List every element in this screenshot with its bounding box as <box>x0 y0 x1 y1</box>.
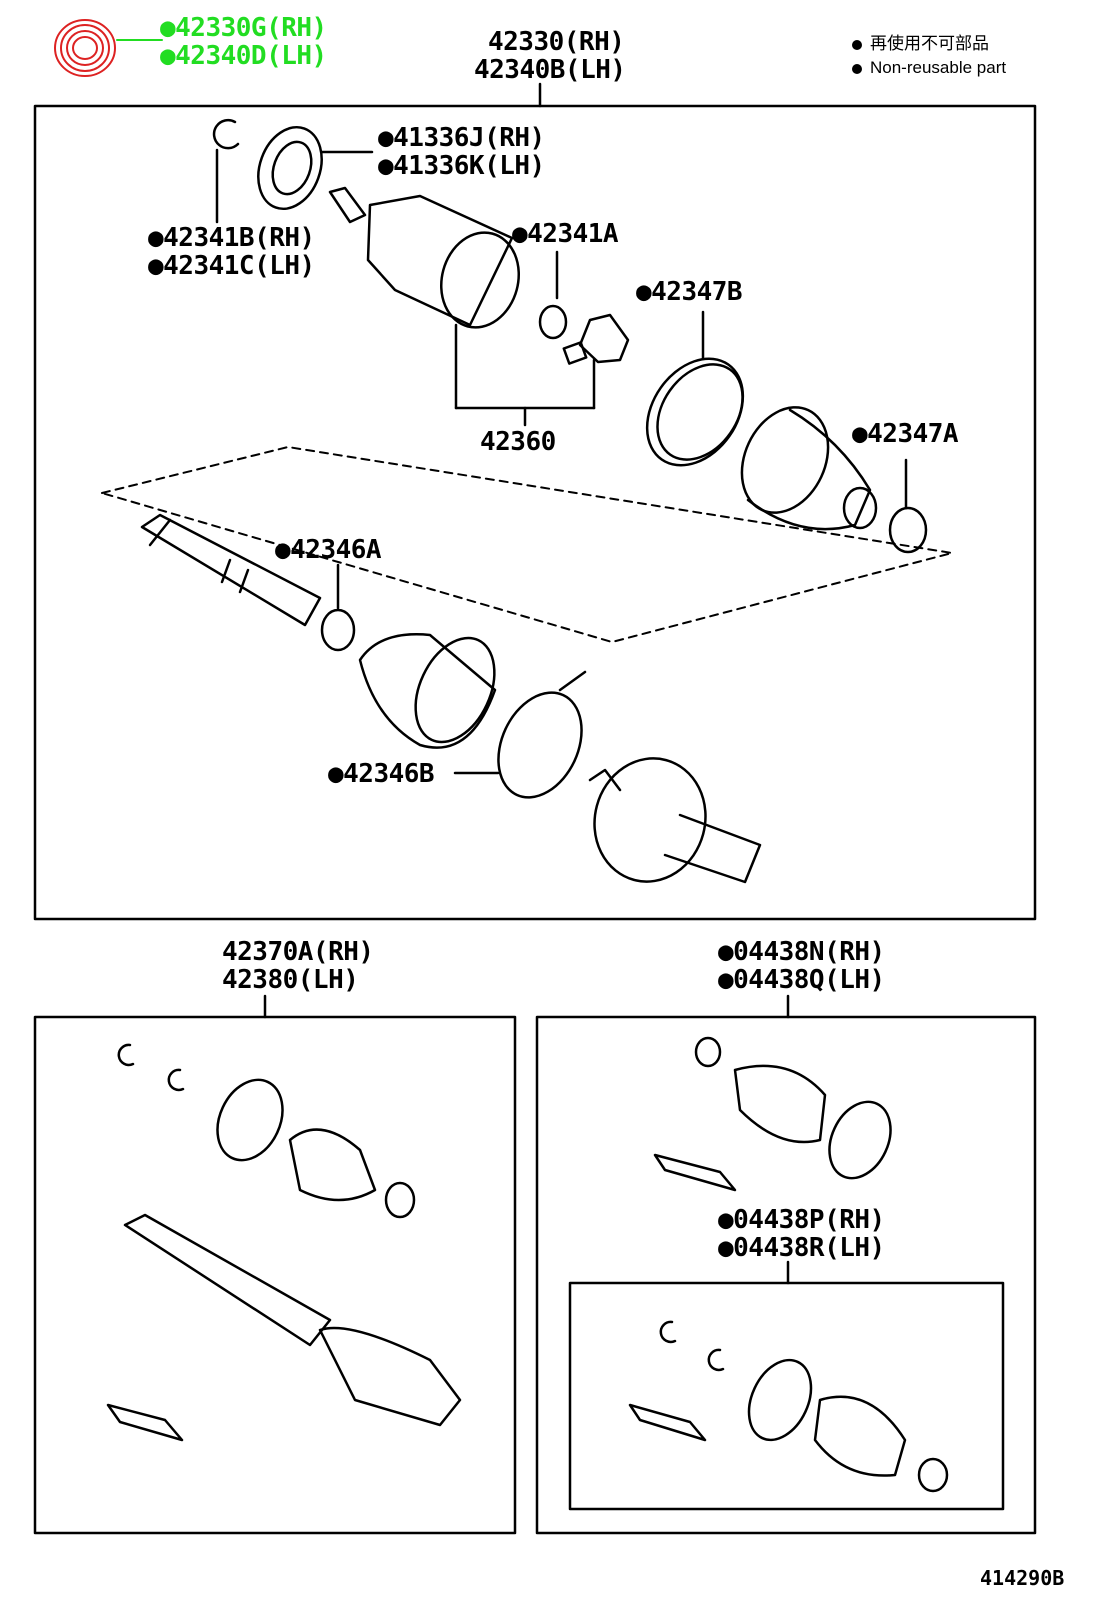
snap-ring-icon <box>212 118 240 150</box>
outboard-joint-housing-icon <box>328 186 596 427</box>
label-04438r[interactable]: ●04438R(LH) <box>718 1233 885 1263</box>
inner-boot-kit-icon <box>628 1320 949 1493</box>
label-42341a[interactable]: ●42341A <box>512 219 619 249</box>
outboard-boot-icon <box>740 406 928 554</box>
label-42341c[interactable]: ●42341C(LH) <box>148 251 315 281</box>
label-41336j[interactable]: ●41336J(RH) <box>378 123 545 153</box>
label-42347a[interactable]: ●42347A <box>852 419 959 449</box>
legend-english: Non-reusable part <box>852 56 1006 80</box>
label-04438p[interactable]: ●04438P(RH) <box>718 1205 885 1235</box>
label-42341b[interactable]: ●42341B(RH) <box>148 223 315 253</box>
inboard-joint-icon <box>588 757 762 884</box>
bullet-icon <box>852 63 862 74</box>
outer-boot-kit-icon <box>653 1036 892 1192</box>
kit-shaft-icon <box>106 1043 462 1442</box>
label-42360[interactable]: 42360 <box>480 427 556 457</box>
inner-boot-kit-box <box>568 1281 1005 1511</box>
main-assembly-lh-label[interactable]: 42340B(LH) <box>474 55 626 85</box>
boot-kit-box <box>535 1015 1037 1535</box>
inboard-boot-icon <box>358 633 497 749</box>
label-42347b[interactable]: ●42347B <box>636 277 743 307</box>
legend-japanese: 再使用不可部品 <box>852 32 989 56</box>
label-04438n[interactable]: ●04438N(RH) <box>718 937 885 967</box>
label-42346b[interactable]: ●42346B <box>328 759 435 789</box>
dashed-boot-area <box>101 446 953 643</box>
bullet-icon <box>852 39 862 50</box>
tripod-joint-icon <box>538 250 630 365</box>
boot-clamp-large-icon <box>645 310 745 467</box>
figure-code: 414290B <box>980 1566 1065 1590</box>
label-42346a[interactable]: ●42346A <box>275 535 382 565</box>
drive-shaft-icon <box>140 513 322 627</box>
red-seal-icon <box>54 19 163 77</box>
main-assembly-box <box>33 104 1037 921</box>
label-04438q[interactable]: ●04438Q(LH) <box>718 965 885 995</box>
highlight-part-lh[interactable]: ●42340D(LH) <box>160 41 327 71</box>
label-42370a[interactable]: 42370A(RH) <box>222 937 374 967</box>
small-boot-clamp-icon <box>320 563 356 652</box>
legend-text-en: Non-reusable part <box>870 58 1007 77</box>
assembly-kit-box <box>33 1015 517 1535</box>
inboard-boot-clamp-icon <box>453 670 587 799</box>
highlight-part-rh[interactable]: ●42330G(RH) <box>160 13 327 43</box>
label-42380[interactable]: 42380(LH) <box>222 965 359 995</box>
dust-seal-icon <box>257 125 323 211</box>
label-41336k[interactable]: ●41336K(LH) <box>378 151 545 181</box>
main-assembly-rh-label[interactable]: 42330(RH) <box>488 27 625 57</box>
legend-text-jp: 再使用不可部品 <box>870 34 989 53</box>
